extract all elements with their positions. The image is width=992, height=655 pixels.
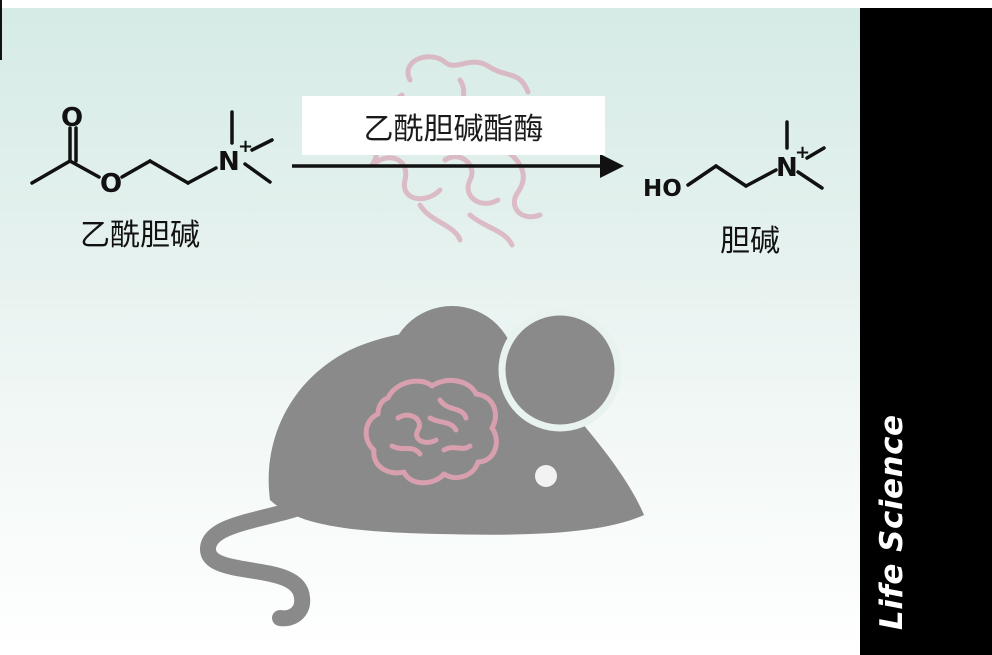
enzyme-name: 乙酰胆碱酯酶 [363, 111, 544, 147]
oxygen-atom-label: O [100, 169, 122, 199]
substrate-name: 乙酰胆碱 [80, 218, 200, 253]
positive-charge: + [238, 136, 253, 157]
reaction-arrow [292, 154, 624, 178]
nitrogen-atom-label: N [218, 147, 240, 177]
top-border [0, 0, 860, 8]
brain-icon [363, 377, 499, 486]
choline-structure: HO N + [643, 120, 826, 202]
sidebar-title: Life Science [874, 414, 910, 630]
positive-charge: + [795, 142, 810, 163]
left-edge-line [0, 0, 2, 60]
hydroxyl-label: HO [643, 176, 682, 202]
acetylcholine-structure: O O N + [30, 103, 274, 199]
product-name: 胆碱 [720, 224, 780, 259]
mouse-icon [200, 306, 644, 627]
enzyme-label-box: 乙酰胆碱酯酶 [302, 96, 605, 155]
oxygen-atom-label: O [61, 103, 83, 133]
sidebar-panel [860, 8, 992, 655]
nitrogen-atom-label: N [776, 153, 798, 183]
